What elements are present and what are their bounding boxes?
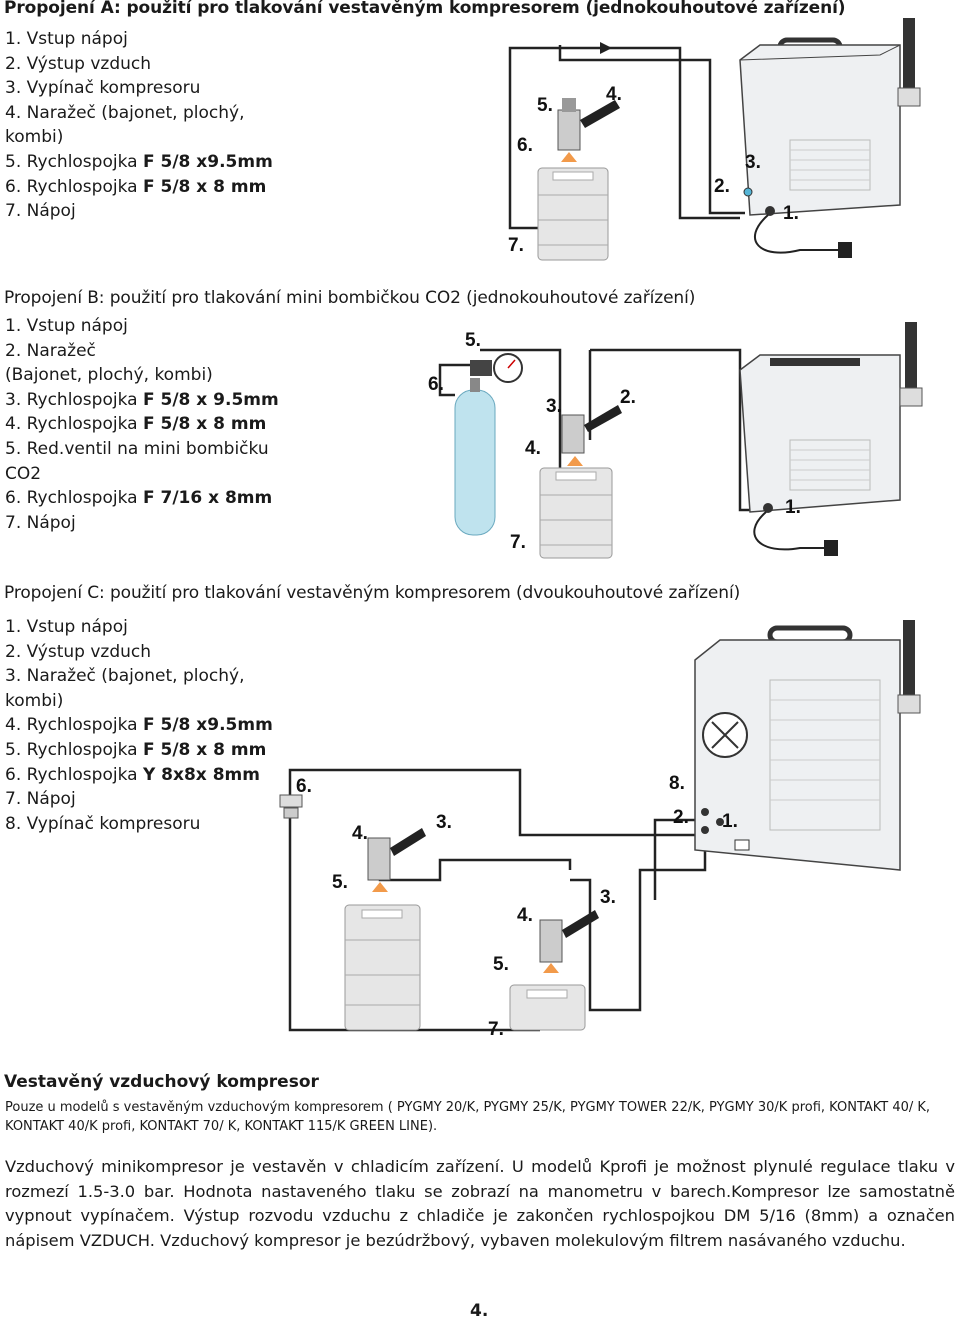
kompresor-paragraph: Vzduchový minikompresor je vestavěn v ch… [5,1157,955,1250]
list-item: kombi) [5,690,64,711]
list-item: 1. Vstup nápoj [5,617,128,637]
coupler-icon [539,910,599,963]
label-b-4: 4. [525,438,541,459]
label-a-1: 1. [783,203,799,224]
label-c-3a: 3. [436,812,452,833]
label-c-4a: 4. [352,823,368,844]
plug-icon [838,242,852,258]
label-a-7: 7. [508,235,524,256]
label-a-3: 3. [745,152,761,173]
coupler-icon [561,405,622,454]
diagram-c [279,620,921,1032]
list-item: 2. Výstup vzduch [5,53,152,74]
label-c-5b: 5. [493,954,509,975]
arrow-up-icon [372,882,388,892]
list-item: 5. Rychlospojka F 5/8 x 8 mm [5,739,267,760]
coupler-icon [367,828,426,881]
label-a-4: 4. [606,84,622,105]
page-number: 4. [470,1301,489,1321]
section-b-list: 1. Vstup nápoj 2. Naražeč (Bajonet, ploc… [5,314,279,535]
list-item: kombi) [5,127,64,148]
cooler-icon [739,322,923,513]
list-item: 8. Vypínač kompresoru [5,813,201,834]
label-c-3b: 3. [600,887,616,908]
list-item: 3. Vypínač kompresoru [5,78,201,99]
label-b-5: 5. [465,330,481,351]
label-a-6: 6. [517,135,533,156]
section-a-list: 1. Vstup nápoj 2. Výstup vzduch 3. Vypín… [5,27,273,224]
label-c-4b: 4. [517,905,533,926]
label-b-7: 7. [510,532,526,553]
label-b-6: 6. [428,374,444,395]
list-item: 7. Nápoj [5,201,76,222]
label-c-6: 6. [296,776,312,797]
list-item: 3. Rychlospojka F 5/8 x 9.5mm [5,389,279,410]
pressure-gauge-icon [470,353,523,383]
diagram-a [508,18,921,261]
label-c-2: 2. [673,807,689,828]
list-item: (Bajonet, plochý, kombi) [5,365,213,386]
keg-icon [539,467,613,559]
plug-icon [824,540,838,556]
list-item: 3. Naražeč (bajonet, plochý, [5,666,245,687]
label-b-2: 2. [620,387,636,408]
list-item: 2. Naražeč [5,340,96,361]
list-item: 4. Naražeč (bajonet, plochý, [5,102,245,123]
section-c-list: 1. Vstup nápoj 2. Výstup vzduch 3. Naraž… [5,615,273,836]
label-c-1: 1. [722,811,738,832]
label-a-5: 5. [537,95,553,116]
diagram-b [438,322,923,559]
section-b-title: Propojení B: použití pro tlakování mini … [4,288,696,308]
keg-icon [509,984,586,1031]
list-item: 7. Nápoj [5,512,76,533]
list-item: CO2 [5,463,42,484]
list-item: 4. Rychlospojka F 5/8 x 8 mm [5,414,267,435]
list-item: 5. Rychlospojka F 5/8 x9.5mm [5,151,273,172]
cooler-icon [739,18,921,216]
arrow-up-icon [561,152,577,162]
arrow-up-icon [543,963,559,973]
kompresor-note: Pouze u modelů s vestavěným vzduchovým k… [5,1100,931,1134]
list-item: 2. Výstup vzduch [5,641,152,662]
label-b-1: 1. [785,497,801,518]
co2-cylinder-icon [454,378,496,536]
arrow-up-icon [567,456,583,466]
label-a-2: 2. [714,176,730,197]
keg-icon [537,167,609,261]
list-item: 6. Rychlospojka Y 8x8x 8mm [5,764,260,785]
kompresor-title: Vestavěný vzduchový kompresor [4,1072,319,1092]
label-c-5a: 5. [332,872,348,893]
list-item: 4. Rychlospojka F 5/8 x9.5mm [5,715,273,736]
list-item: 6. Rychlospojka F 7/16 x 8mm [5,488,273,509]
coupler-icon [557,98,620,151]
list-item: 1. Vstup nápoj [5,316,128,336]
label-b-3: 3. [546,396,562,417]
cooler-icon [694,620,921,871]
list-item: 6. Rychlospojka F 5/8 x 8 mm [5,176,267,197]
label-c-7: 7. [488,1019,504,1040]
y-connector-icon [279,794,303,819]
label-c-8: 8. [669,773,685,794]
section-c-title: Propojení C: použití pro tlakování vesta… [4,583,741,603]
keg-icon [344,904,421,1031]
list-item: 7. Nápoj [5,789,76,810]
list-item: 1. Vstup nápoj [5,29,128,49]
list-item: 5. Red.ventil na mini bombičku [5,438,269,459]
section-a-title: Propojení A: použití pro tlakování vesta… [4,0,846,18]
